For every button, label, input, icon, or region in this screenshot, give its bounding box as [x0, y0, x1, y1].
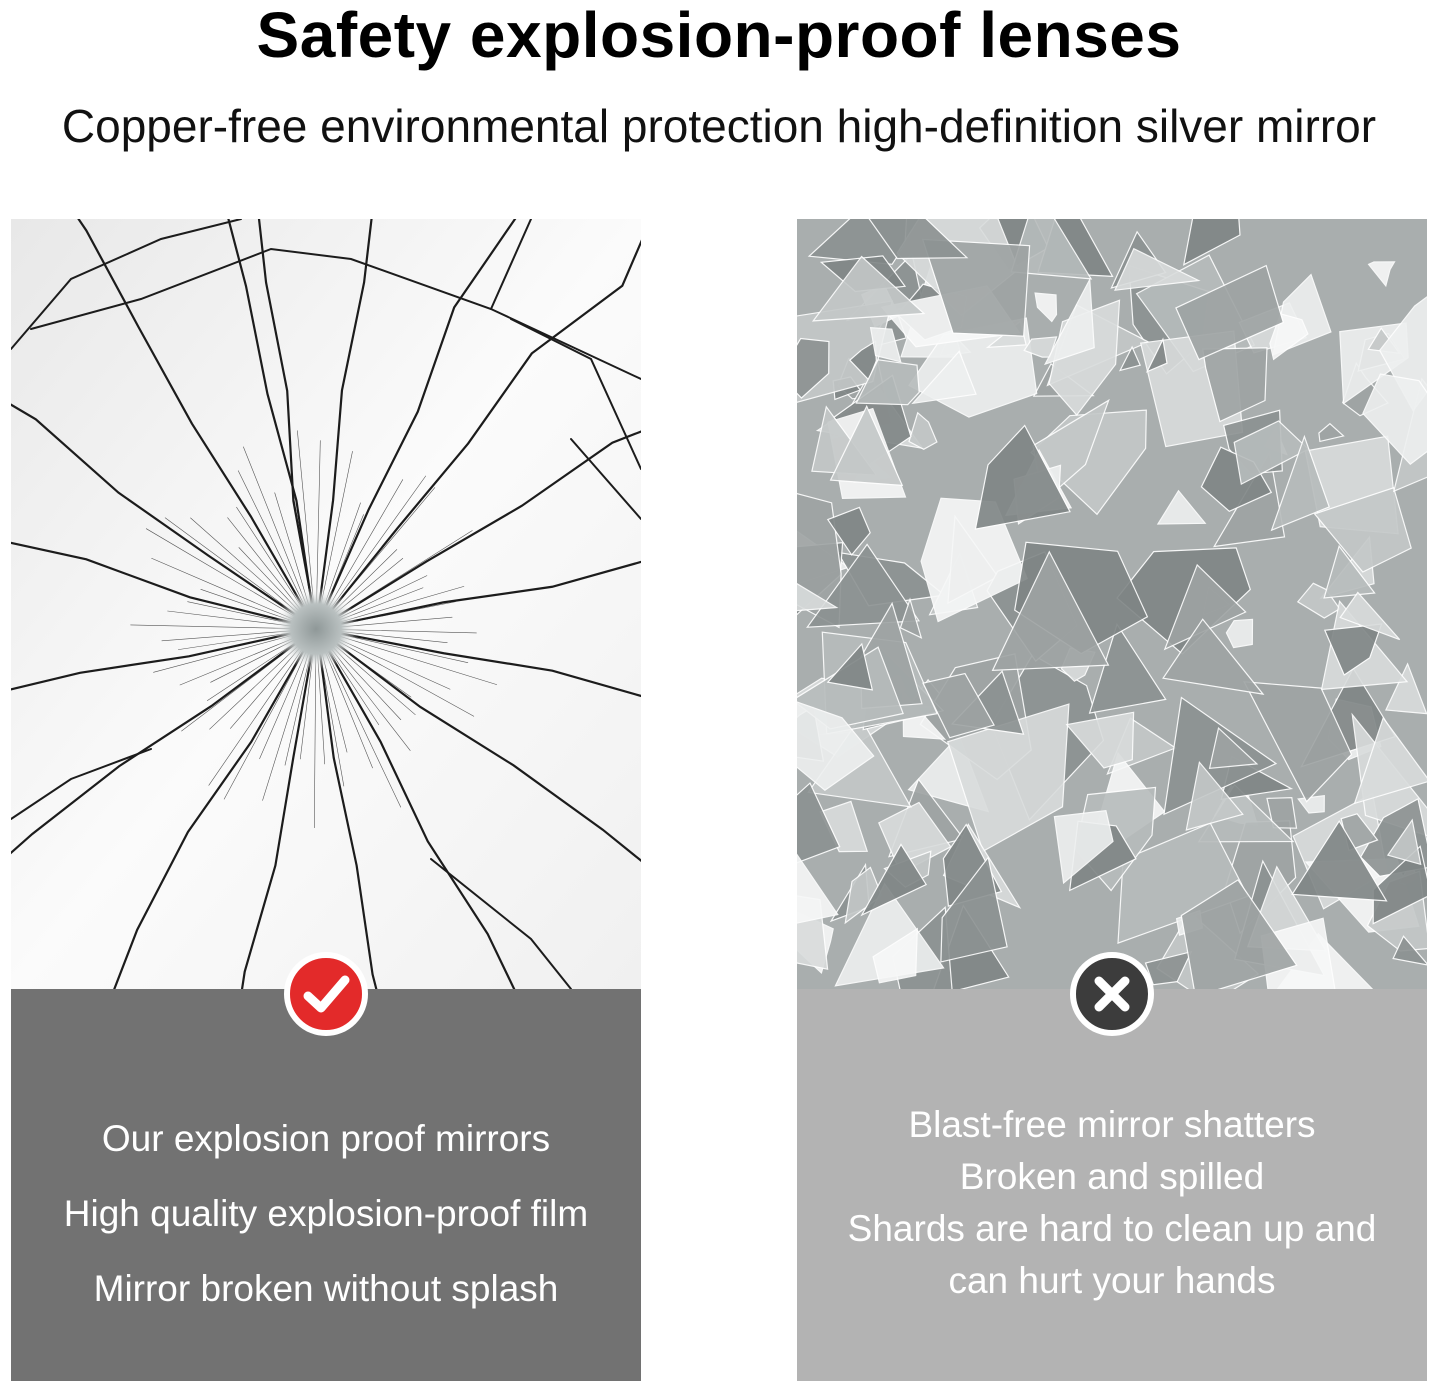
caption-line: Our explosion proof mirrors [101, 1118, 551, 1159]
explosion-proof-panel: Our explosion proof mirrors High quality… [11, 219, 641, 1381]
caption-line: Shards are hard to clean up and [847, 1208, 1377, 1249]
ordinary-mirror-panel: Blast-free mirror shatters Broken and sp… [797, 219, 1427, 1381]
ordinary-mirror-caption-box: Blast-free mirror shatters Broken and sp… [797, 989, 1427, 1381]
page-title: Safety explosion-proof lenses [256, 0, 1182, 71]
shattered-glass-image [797, 219, 1427, 989]
explosion-proof-caption: Our explosion proof mirrors High quality… [11, 1101, 641, 1326]
caption-line: Broken and spilled [959, 1156, 1265, 1197]
x-icon [1070, 952, 1154, 1036]
caption-line: High quality explosion-proof film [63, 1193, 589, 1234]
check-icon [284, 952, 368, 1036]
caption-line: can hurt your hands [948, 1260, 1276, 1301]
ordinary-mirror-caption: Blast-free mirror shatters Broken and sp… [797, 1099, 1427, 1307]
page-subtitle: Copper-free environmental protection hig… [61, 100, 1377, 152]
caption-line: Mirror broken without splash [93, 1268, 559, 1309]
caption-line: Blast-free mirror shatters [908, 1104, 1316, 1145]
explosion-proof-caption-box: Our explosion proof mirrors High quality… [11, 989, 641, 1381]
cracked-glass-image [11, 219, 641, 989]
